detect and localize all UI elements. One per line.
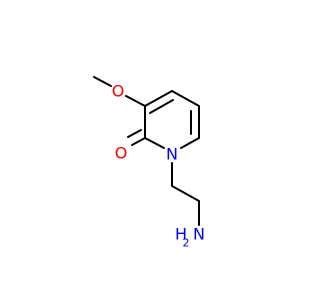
bond-ch2-ch2 [171,185,200,202]
amine-nitrogen-label: N [193,225,205,244]
bonds [93,76,200,226]
bond-c6-n1 [180,137,200,149]
molecule-structure: O O N H N 2 [93,76,205,250]
ring-nitrogen-label: N [166,145,178,164]
bond-o-c3 [125,95,146,107]
atom-labels: O O N H N 2 [112,82,205,250]
bond-c2-o [131,137,146,146]
bond-c4-c5 [171,90,200,107]
bond-c3-c4-inner [149,99,174,114]
bond-c2-o-inner [127,129,142,138]
bond-n1-c2 [144,137,165,149]
amine-hydrogen-label: H [175,225,187,244]
bond-c3-c4 [144,90,173,107]
methoxy-oxygen-label: O [112,82,125,101]
carbonyl-oxygen-label: O [115,144,128,163]
bond-methyl-o [93,76,112,87]
amine-subscript-label: 2 [183,237,190,250]
